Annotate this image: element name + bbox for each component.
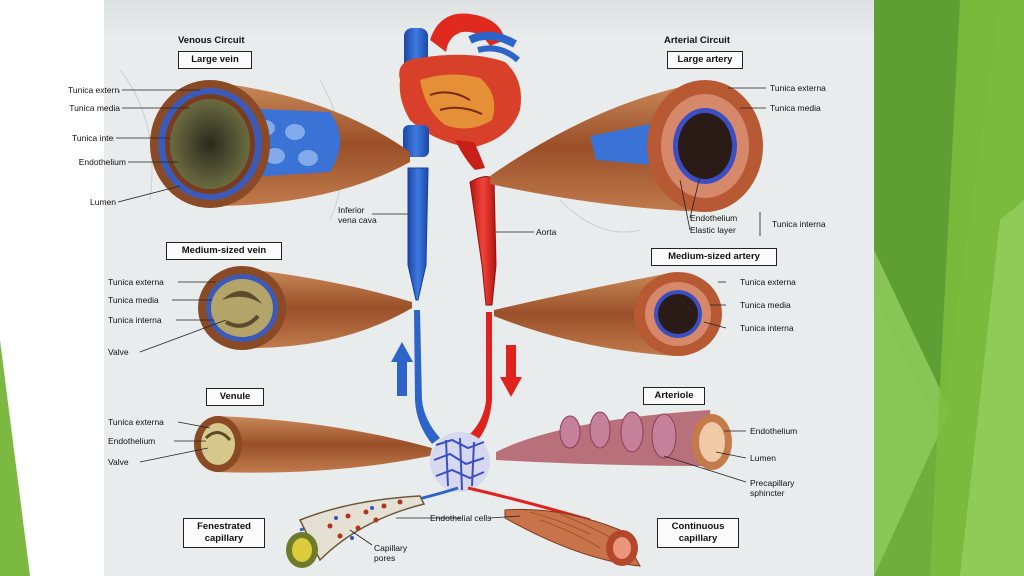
venule-label-endothelium: Endothelium bbox=[108, 436, 156, 446]
venule-label-externa: Tunica externa bbox=[108, 417, 164, 427]
venous-flow-arrow bbox=[391, 342, 413, 396]
large-vein-illustration bbox=[150, 80, 410, 208]
continuous-box-line2: capillary bbox=[678, 533, 718, 544]
aorta bbox=[469, 176, 497, 440]
arteriole-label-endothelium: Endothelium bbox=[750, 426, 798, 436]
large-vein-label-lumen: Lumen bbox=[90, 197, 116, 207]
arterial-flow-arrow bbox=[500, 345, 522, 397]
medium-artery-box: Medium-sized artery bbox=[651, 248, 777, 266]
fenestrated-box-line2: capillary bbox=[204, 533, 244, 544]
medium-vein-box: Medium-sized vein bbox=[166, 242, 282, 260]
large-artery-label-endothelium: Endothelium bbox=[690, 213, 738, 223]
arterial-circuit-title: Arterial Circuit bbox=[664, 35, 730, 46]
large-vein-box: Large vein bbox=[178, 51, 252, 69]
medium-artery-label-interna: Tunica interna bbox=[740, 323, 794, 333]
large-artery-box: Large artery bbox=[667, 51, 743, 69]
medium-vein-label-interna: Tunica interna bbox=[108, 315, 162, 325]
ivc-line2: vena cava bbox=[338, 215, 377, 225]
pores-line2: pores bbox=[374, 553, 396, 563]
venous-circuit-title: Venous Circuit bbox=[178, 35, 245, 46]
large-artery-label-media: Tunica media bbox=[770, 103, 821, 113]
venule-box: Venule bbox=[206, 388, 264, 406]
medium-vein-label-externa: Tunica externa bbox=[108, 277, 164, 287]
inferior-vena-cava bbox=[407, 167, 440, 444]
venule-label-valve: Valve bbox=[108, 457, 129, 467]
green-triangle-light bbox=[874, 250, 950, 576]
large-vein-label-endothelium: Endothelium bbox=[78, 157, 126, 167]
large-vein-label-interna: Tunica interna bbox=[72, 133, 114, 143]
fenestrated-box-line1: Fenestrated bbox=[197, 521, 251, 532]
green-triangle-bright bbox=[960, 200, 1024, 576]
venule-illustration bbox=[194, 416, 432, 473]
arteriole-illustration bbox=[496, 410, 732, 470]
medium-artery-label-media: Tunica media bbox=[740, 300, 791, 310]
continuous-capillary-box: Continuous capillary bbox=[657, 518, 739, 548]
large-artery-label-externa: Tunica externa bbox=[770, 83, 826, 93]
arteriole-label-lumen: Lumen bbox=[750, 453, 776, 463]
precapillary-line1: Precapillary bbox=[750, 478, 795, 488]
medium-vein-label-media: Tunica media bbox=[108, 295, 159, 305]
medium-vein-label-valve: Valve bbox=[108, 347, 129, 357]
arteriole-label-precapillary: Precapillary sphincter bbox=[750, 478, 794, 498]
large-artery-label-elastic: Elastic layer bbox=[690, 225, 736, 235]
pores-line1: Capillary bbox=[374, 543, 408, 553]
aorta-label: Aorta bbox=[536, 227, 557, 237]
precapillary-line2: sphincter bbox=[750, 488, 785, 498]
ivc-label: Inferior vena cava bbox=[338, 205, 377, 225]
continuous-capillary-illustration bbox=[504, 508, 641, 567]
capillary-pores-label: Capillary pores bbox=[374, 543, 407, 563]
heart-illustration bbox=[399, 13, 521, 170]
green-corner-bottom-left bbox=[0, 340, 30, 576]
large-artery-illustration bbox=[490, 80, 763, 212]
arteriole-box: Arteriole bbox=[643, 387, 705, 405]
continuous-box-line1: Continuous bbox=[671, 521, 725, 532]
large-vein-label-externa: Tunica externa bbox=[68, 85, 120, 95]
fenestrated-capillary-illustration bbox=[286, 495, 426, 568]
endothelial-cells-label: Endothelial cells bbox=[430, 513, 492, 523]
fenestrated-capillary-box: Fenestrated capillary bbox=[183, 518, 265, 548]
large-vein-label-media: Tunica media bbox=[69, 103, 120, 113]
medium-artery-label-externa: Tunica externa bbox=[740, 277, 796, 287]
ivc-line1: Inferior bbox=[338, 205, 365, 215]
large-artery-label-interna: Tunica interna bbox=[772, 219, 826, 229]
leader-lines bbox=[116, 87, 766, 546]
medium-vein-illustration bbox=[198, 266, 412, 350]
medium-artery-illustration bbox=[494, 272, 722, 356]
